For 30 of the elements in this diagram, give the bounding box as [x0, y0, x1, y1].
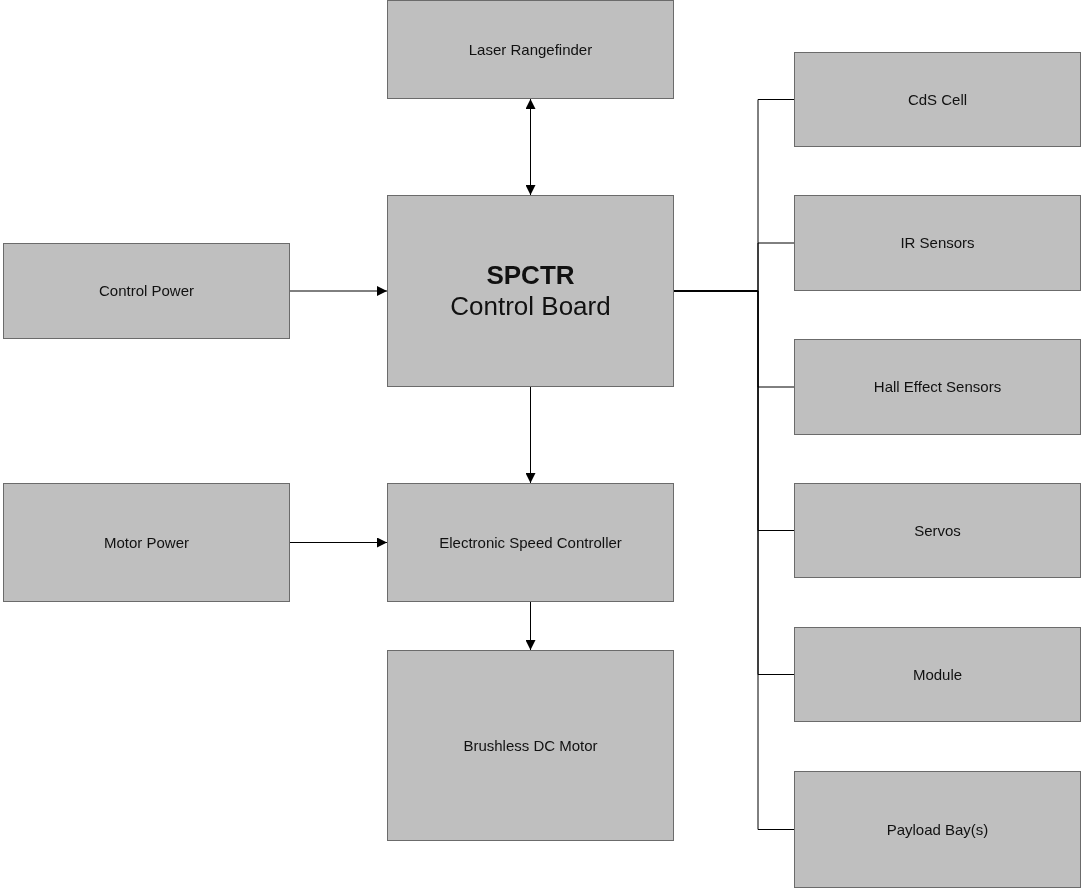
block-label: Laser Rangefinder — [467, 40, 594, 59]
block-box — [3, 243, 290, 339]
arrow — [525, 98, 536, 196]
block-label: Servos — [913, 521, 962, 540]
block-box — [387, 195, 674, 387]
block-label: Electronic Speed Controller — [438, 533, 623, 552]
block-label: IR Sensors — [899, 234, 976, 252]
block-label: Control Board — [449, 291, 612, 323]
block-label: Control Power — [97, 282, 195, 300]
arrow — [289, 537, 388, 548]
block-box — [387, 650, 674, 841]
block-label: Module — [911, 665, 964, 684]
block-label: CdS Cell — [906, 90, 969, 109]
arrow — [289, 286, 388, 296]
block-box — [794, 627, 1081, 722]
block-box — [387, 0, 674, 99]
block-title: SPCTR — [485, 259, 576, 291]
arrow — [525, 386, 536, 484]
block-box — [794, 483, 1081, 578]
block-label: Payload Bay(s) — [885, 820, 990, 839]
block-label: Brushless DC Motor — [462, 736, 599, 755]
block-box — [387, 483, 674, 602]
block-box — [3, 483, 290, 602]
block-box — [794, 52, 1081, 147]
block-box — [794, 771, 1081, 888]
block-box — [794, 195, 1081, 291]
block-label: Hall Effect Sensors — [872, 378, 1003, 396]
block-label: Motor Power — [103, 533, 190, 552]
block-box — [794, 339, 1081, 435]
arrow — [525, 601, 536, 651]
